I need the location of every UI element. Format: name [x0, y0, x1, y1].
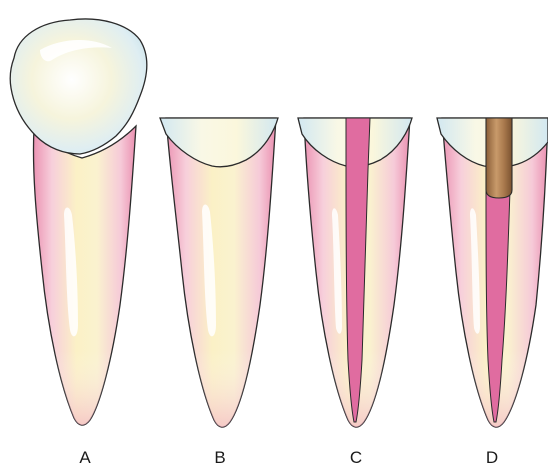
- panel-label-a: A: [79, 448, 91, 467]
- tooth-c: [298, 118, 412, 427]
- tooth-b: [160, 118, 278, 427]
- panel-label-b: B: [214, 448, 225, 467]
- tooth-a: [10, 19, 147, 425]
- panel-label-d: D: [486, 448, 498, 467]
- tooth-a-root-shade: [33, 126, 136, 425]
- panel-label-c: C: [350, 448, 362, 467]
- tooth-a-crown: [10, 19, 147, 154]
- tooth-d-post: [486, 118, 512, 198]
- tooth-d: [437, 118, 548, 427]
